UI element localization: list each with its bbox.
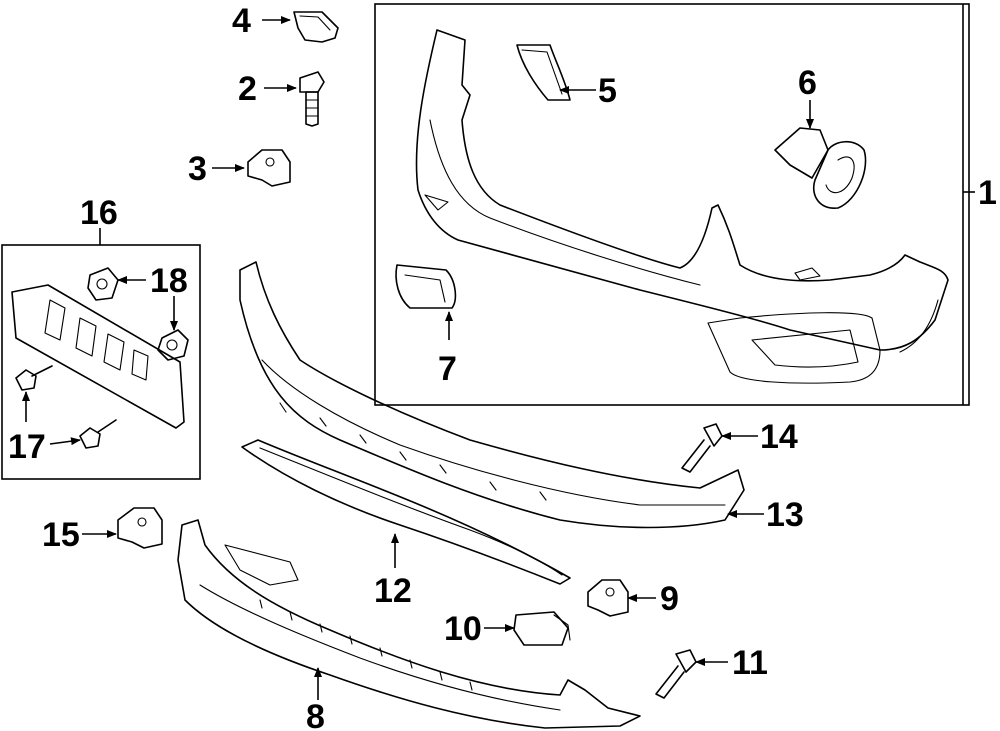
callout-11: 11: [732, 644, 768, 682]
callout-7: 7: [438, 350, 457, 388]
corner-bracket-part[interactable]: [587, 579, 629, 617]
parking-sensor-part[interactable]: [513, 611, 571, 646]
lower-trim-strip-part[interactable]: [241, 439, 571, 585]
bumper-cover-group-box: [374, 3, 970, 406]
callout-14: 14: [760, 418, 798, 456]
side-bracket-part[interactable]: [117, 507, 163, 549]
nut-part[interactable]: [87, 267, 189, 361]
retainer-clip-part[interactable]: [293, 11, 339, 43]
bumper-cover-part[interactable]: [415, 29, 949, 384]
license-plate-bracket-part[interactable]: [11, 284, 185, 429]
callout-3: 3: [188, 150, 207, 188]
upper-bolt-part[interactable]: [681, 423, 723, 473]
callout-labels: 4 2 3 5 6 7 1 8 9 10 11 12 13 14 15 16 1…: [8, 2, 997, 731]
callout-9: 9: [660, 580, 679, 618]
callout-8: 8: [306, 698, 325, 731]
washer-nozzle-cover-part[interactable]: [774, 127, 867, 209]
callout-12: 12: [374, 572, 412, 610]
callout-17: 17: [8, 428, 46, 466]
callout-13: 13: [766, 496, 804, 534]
license-plate-group-box: [1, 244, 201, 480]
lower-air-deflector-part[interactable]: [177, 519, 641, 729]
fog-lamp-cover-lower-part[interactable]: [395, 264, 457, 309]
lower-bolt-part[interactable]: [655, 649, 697, 699]
fog-lamp-cover-upper-part[interactable]: [516, 44, 571, 101]
callout-2: 2: [238, 70, 257, 108]
callout-4: 4: [232, 2, 251, 40]
energy-absorber-part[interactable]: [239, 261, 745, 529]
callout-10: 10: [444, 610, 482, 648]
callout-1: 1: [978, 174, 997, 212]
callout-16: 16: [80, 194, 118, 232]
bolt-part[interactable]: [299, 71, 325, 127]
callout-18: 18: [150, 262, 188, 300]
callout-15: 15: [42, 516, 80, 554]
screw-part[interactable]: [15, 365, 117, 449]
callout-5: 5: [598, 72, 617, 110]
mount-bracket-part[interactable]: [247, 149, 291, 187]
leader-lines: [22, 4, 975, 700]
callout-6: 6: [798, 64, 817, 102]
